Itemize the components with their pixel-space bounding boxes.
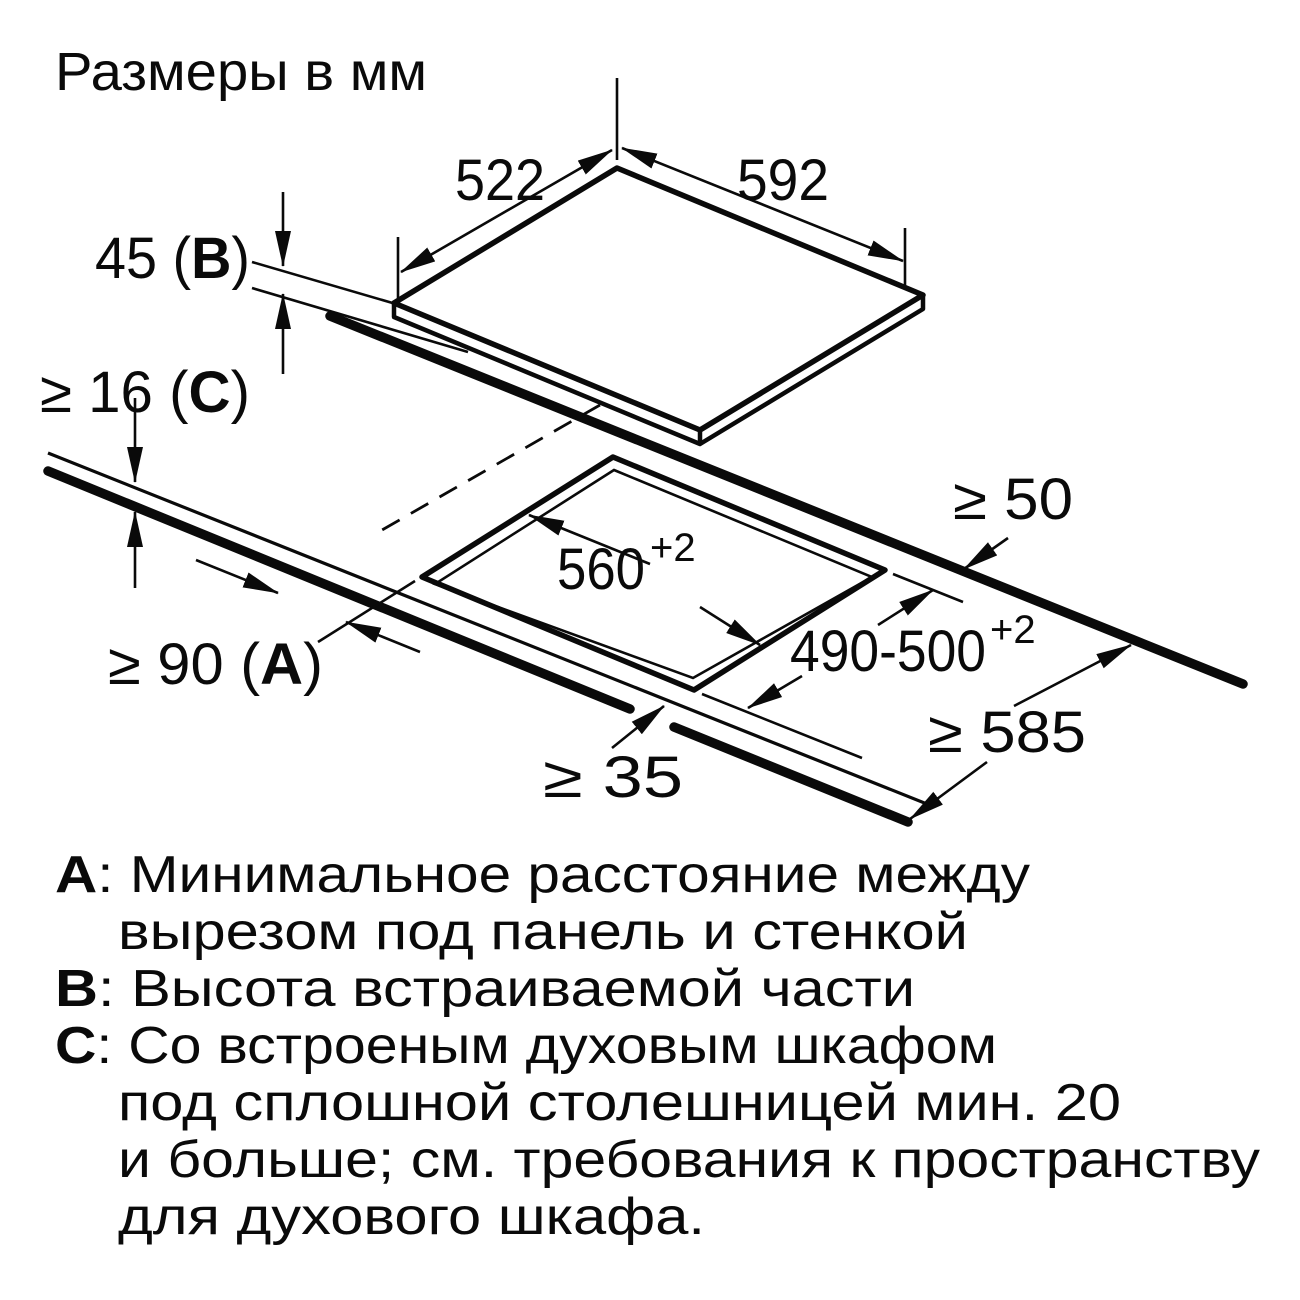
wall-line bbox=[43, 466, 635, 714]
worktop-front-edge bbox=[47, 451, 933, 808]
alignment-dashed-line bbox=[381, 403, 601, 532]
dim-label-490-500: 490-500 bbox=[790, 619, 986, 684]
dim-label-16-c: ≥ 16 (C) bbox=[40, 360, 250, 425]
dimension-line bbox=[528, 513, 651, 566]
legend-item-c-cont3: для духового шкафа. bbox=[118, 1188, 705, 1246]
legend-item-c-cont1: под сплошной столешницей мин. 20 bbox=[118, 1074, 1121, 1132]
panel-base-edge bbox=[391, 295, 926, 447]
dim-16-c: ≥ 16 (C) bbox=[40, 360, 250, 588]
dim-label-490-500-tolerance: +2 bbox=[990, 608, 1036, 652]
dimension-line bbox=[963, 536, 1009, 571]
dim-label-50: ≥ 50 bbox=[953, 467, 1073, 532]
cutout-outer-edge bbox=[419, 454, 888, 693]
cutout-inner-edge bbox=[432, 468, 875, 680]
dim-label-560-tolerance: +2 bbox=[650, 526, 696, 570]
dimension-line bbox=[345, 620, 421, 654]
dimension-line bbox=[611, 704, 665, 750]
dim-label-45-b: 45 (B) bbox=[95, 226, 250, 291]
dim-490-500: 490-500 +2 bbox=[701, 572, 1036, 760]
dim-label-522: 522 bbox=[455, 148, 545, 213]
dim-label-35: ≥ 35 bbox=[543, 745, 683, 810]
cutout-edge-extension-line bbox=[317, 579, 416, 644]
dim-label-592: 592 bbox=[737, 148, 829, 213]
legend-item-c: C: Со встроеным духовым шкафом bbox=[55, 1017, 997, 1075]
page-title: Размеры в мм bbox=[55, 42, 427, 102]
dim-90-a: ≥ 90 (A) bbox=[108, 558, 421, 697]
dim-label-585: ≥ 585 bbox=[928, 700, 1086, 765]
dimension-line bbox=[195, 558, 279, 595]
extension-line bbox=[892, 572, 964, 604]
dimension-line bbox=[400, 148, 613, 274]
dimension-line bbox=[747, 674, 803, 710]
dim-50: ≥ 50 bbox=[953, 467, 1073, 571]
legend-item-c-cont2: и больше; см. требования к пространству bbox=[118, 1131, 1260, 1189]
dim-label-560: 560 bbox=[557, 537, 645, 602]
cutout-opening bbox=[317, 454, 888, 693]
dimension-line bbox=[621, 146, 904, 263]
legend-item-b: B: Высота встраиваемой части bbox=[55, 960, 915, 1018]
dim-585: ≥ 585 bbox=[909, 643, 1132, 821]
dim-label-90-a: ≥ 90 (A) bbox=[108, 632, 323, 697]
dim-35: ≥ 35 bbox=[543, 704, 683, 810]
dim-560: 560 +2 bbox=[528, 513, 761, 647]
legend: A: Минимальное расстояние между вырезом … bbox=[55, 846, 1260, 1246]
dim-592: 592 bbox=[621, 146, 907, 290]
wall-line bbox=[669, 722, 913, 827]
dimension-line bbox=[877, 588, 934, 627]
worktop-back-edge bbox=[325, 311, 1248, 689]
extension-line bbox=[701, 692, 863, 760]
dimension-line bbox=[699, 605, 761, 647]
legend-item-a: A: Минимальное расстояние между bbox=[55, 846, 1030, 904]
extension-line bbox=[251, 260, 397, 306]
dimension-line bbox=[909, 760, 988, 821]
dimension-line bbox=[1013, 643, 1132, 708]
worktop bbox=[43, 311, 1248, 827]
dim-45-b: 45 (B) bbox=[95, 192, 469, 374]
legend-item-a-cont: вырезом под панель и стенкой bbox=[118, 903, 968, 961]
dim-522: 522 bbox=[396, 78, 619, 299]
